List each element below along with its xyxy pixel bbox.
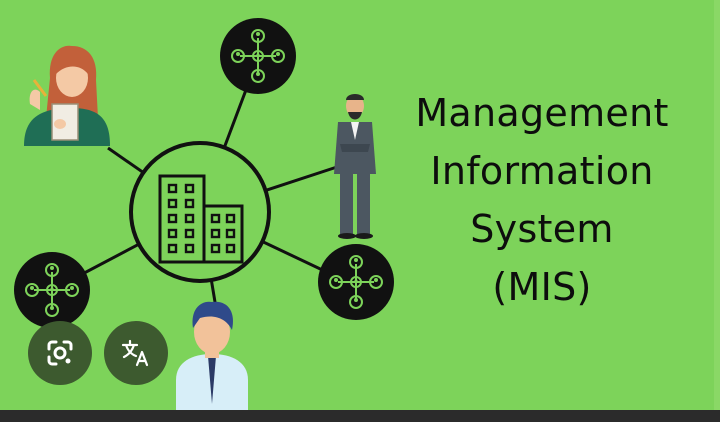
bottom-bar: [0, 410, 720, 422]
page-title: Management Information System (MIS): [392, 84, 692, 316]
office-building-icon: [129, 141, 271, 283]
title-line-1: Management: [415, 91, 669, 135]
translate-icon: [121, 339, 149, 367]
title-line-3: System: [470, 207, 614, 251]
team-network-icon: [318, 244, 394, 320]
businessman-illustration: [334, 94, 376, 239]
right-edge-strip: [714, 0, 720, 410]
google-lens-button[interactable]: [28, 321, 92, 385]
man-avatar-illustration: [176, 301, 248, 410]
mis-network-diagram: [14, 18, 394, 410]
diagram-canvas: Management Information System (MIS): [14, 0, 720, 410]
title-line-2: Information: [430, 149, 654, 193]
team-network-icon: [220, 18, 296, 94]
title-line-4: (MIS): [492, 265, 592, 309]
translate-button[interactable]: [104, 321, 168, 385]
woman-with-clipboard-illustration: [24, 45, 110, 146]
team-network-icon: [14, 252, 90, 328]
google-lens-icon: [47, 340, 73, 366]
